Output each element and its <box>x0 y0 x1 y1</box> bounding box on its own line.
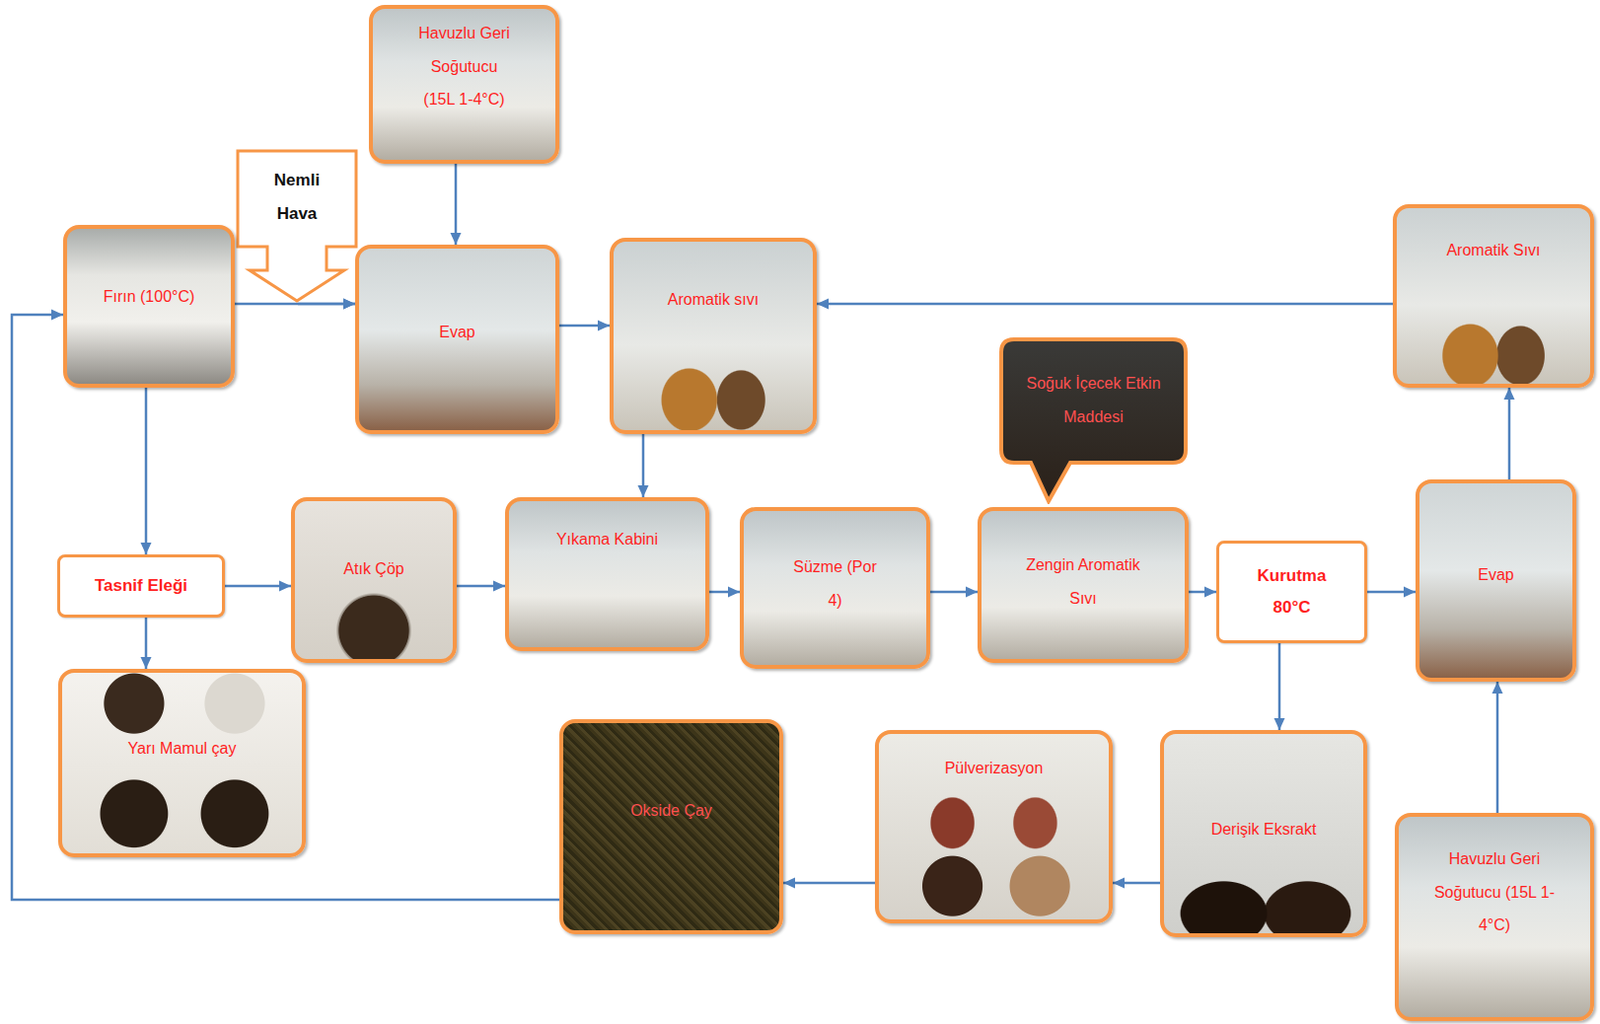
photo-box: Derişik Eksrakt <box>1160 729 1368 938</box>
node-label: Kurutma 80°C <box>1247 560 1337 625</box>
text-holder: Kurutma 80°C <box>1219 543 1365 641</box>
flow-arrow <box>559 324 610 328</box>
photo-box: Evap <box>355 244 560 435</box>
process-box: Kurutma 80°C <box>1216 540 1368 644</box>
flow-arrow <box>145 387 148 555</box>
text-holder: Evap <box>359 248 556 350</box>
text-holder: Aromatik Sıvı <box>1396 208 1591 268</box>
photo-box: Yıkama Kabini <box>505 497 710 652</box>
flow-arrow <box>1496 681 1500 813</box>
node-label: Süzme (Por 4) <box>791 550 880 617</box>
node-label: Derişik Eksrakt <box>1211 812 1317 847</box>
text-holder: Okside Çay <box>563 723 780 828</box>
photo-box: Süzme (Por 4) <box>739 507 931 669</box>
flow-arrow <box>224 584 291 588</box>
node-label: Soğuk İçecek Etkin Maddesi <box>1024 366 1164 434</box>
text-holder: Atık Çöp <box>294 501 453 586</box>
text-holder: Aromatik sıvı <box>613 241 813 317</box>
node-label: Pülverizasyon <box>945 751 1044 786</box>
flow-arrow <box>783 881 875 885</box>
flow-arrow <box>709 590 740 594</box>
flow-arrow <box>1367 590 1416 594</box>
text-holder: Yarı Mamul çay <box>62 672 302 766</box>
text-holder: Zengin Aromatik Sıvı <box>981 510 1185 615</box>
flow-arrow <box>1508 387 1512 480</box>
photo-box: Zengin Aromatik Sıvı <box>977 507 1189 663</box>
flow-arrow <box>642 434 646 498</box>
photo-box: Fırın (100°C) <box>63 224 235 388</box>
text-holder: Süzme (Por 4) <box>743 510 927 617</box>
photo-box: Pülverizasyon <box>874 729 1113 924</box>
shape-outline <box>237 150 357 301</box>
text-holder: Havuzlu Geri Soğutucu (15L 1-4°C) <box>372 8 556 117</box>
text-holder: Derişik Eksrakt <box>1163 733 1364 847</box>
flow-arrow <box>456 584 506 588</box>
node-label: Yarı Mamul çay <box>128 731 237 766</box>
photo-box: Havuzlu Geri Soğutucu (15L 1-4°C) <box>368 4 560 164</box>
process-box: Tasnif Eleği <box>57 554 225 618</box>
text-holder: Fırın (100°C) <box>67 228 231 314</box>
node-label: Fırın (100°C) <box>103 280 196 314</box>
photo-box: Yarı Mamul çay <box>58 668 306 858</box>
node-label: Havuzlu Geri Soğutucu (15L 1-4°C) <box>1420 842 1569 943</box>
text-holder: Havuzlu Geri Soğutucu (15L 1-4°C) <box>1398 816 1591 943</box>
text-holder: Tasnif Eleği <box>60 557 222 615</box>
flow-arrow <box>145 617 148 669</box>
node-label: Tasnif Eleği <box>94 570 188 602</box>
node-label: Havuzlu Geri Soğutucu (15L 1-4°C) <box>413 16 516 117</box>
flow-arrow <box>1278 643 1282 730</box>
photo-box: Okside Çay <box>559 719 784 935</box>
text-holder: Soğuk İçecek Etkin Maddesi <box>998 336 1189 464</box>
node-label: Evap <box>438 315 475 350</box>
text-holder: Yıkama Kabini <box>509 501 706 557</box>
node-label: Aromatik Sıvı <box>1446 233 1540 268</box>
node-label: Yıkama Kabini <box>556 522 658 557</box>
node-label: Zengin Aromatik Sıvı <box>1014 548 1153 615</box>
flow-arrow <box>1112 881 1161 885</box>
flow-arrow <box>297 302 356 306</box>
photo-box: Havuzlu Geri Soğutucu (15L 1-4°C) <box>1394 812 1595 1021</box>
flow-arrow <box>1188 590 1217 594</box>
node-label: Atık Çöp <box>343 552 404 586</box>
photo-box: Evap <box>1415 479 1577 682</box>
speech-bubble: Soğuk İçecek Etkin Maddesi <box>998 336 1189 505</box>
text-holder: Nemli Hava <box>234 147 360 247</box>
photo-box: Aromatik sıvı <box>609 237 817 435</box>
node-label: Okside Çay <box>630 794 713 828</box>
photo-box: Atık Çöp <box>290 497 457 663</box>
node-label: Evap <box>1477 558 1514 592</box>
flow-arrow <box>234 302 356 306</box>
photo-box: Aromatik Sıvı <box>1392 204 1595 388</box>
callout-arrow: Nemli Hava <box>234 147 360 304</box>
text-holder: Evap <box>1419 483 1573 592</box>
flow-arrow <box>816 302 1393 306</box>
shape-outline <box>1001 339 1186 502</box>
flow-arrow <box>454 163 458 245</box>
flow-arrow <box>930 590 978 594</box>
node-label: Nemli Hava <box>257 163 337 231</box>
node-label: Aromatik sıvı <box>667 283 759 317</box>
text-holder: Pülverizasyon <box>878 733 1109 786</box>
